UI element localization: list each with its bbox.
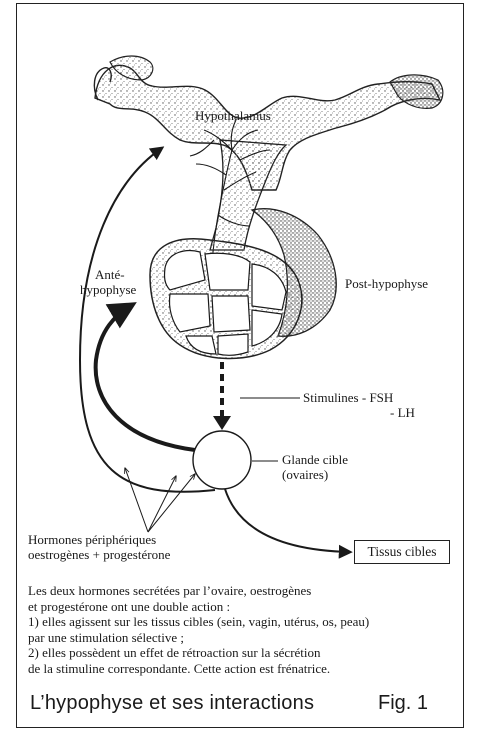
label-ovaires: (ovaires) xyxy=(282,467,328,482)
label-hypothalamus: Hypothalamus xyxy=(195,108,271,123)
caption-line: Les deux hormones secrétées par l’ovaire… xyxy=(28,583,448,599)
label-glande-cible: Glande cible xyxy=(282,452,348,467)
label-ante-line2: hypophyse xyxy=(80,282,136,297)
label-hormones-line2: oestrogènes + progestérone xyxy=(28,547,170,562)
caption-line: 2) elles possèdent un effet de rétroacti… xyxy=(28,645,448,661)
target-gland-circle xyxy=(193,431,251,489)
arrow-to-tissus xyxy=(225,489,350,552)
caption-text: Les deux hormones secrétées par l’ovaire… xyxy=(28,583,448,676)
hormone-pointer-lines xyxy=(125,468,195,532)
label-ante-line1: Anté- xyxy=(95,267,125,282)
caption-line: de la stimuline correspondante. Cette ac… xyxy=(28,661,448,677)
figure-number: Fig. 1 xyxy=(378,692,428,715)
caption-line: 1) elles agissent sur les tissus cibles … xyxy=(28,614,448,630)
caption-line: et progestérone ont une double action : xyxy=(28,599,448,615)
anterior-pituitary xyxy=(150,239,302,359)
tissus-cibles-box: Tissus cibles xyxy=(354,540,450,564)
stimulines-arrow xyxy=(213,362,300,430)
label-lh: - LH xyxy=(390,405,415,420)
label-stimulines: Stimulines - FSH xyxy=(303,390,393,405)
figure-title: L’hypophyse et ses interactions xyxy=(30,692,314,715)
caption-line: par une stimulation sélective ; xyxy=(28,630,448,646)
label-hormones-line1: Hormones périphériques xyxy=(28,532,156,547)
label-post-hypophyse: Post-hypophyse xyxy=(345,276,428,291)
